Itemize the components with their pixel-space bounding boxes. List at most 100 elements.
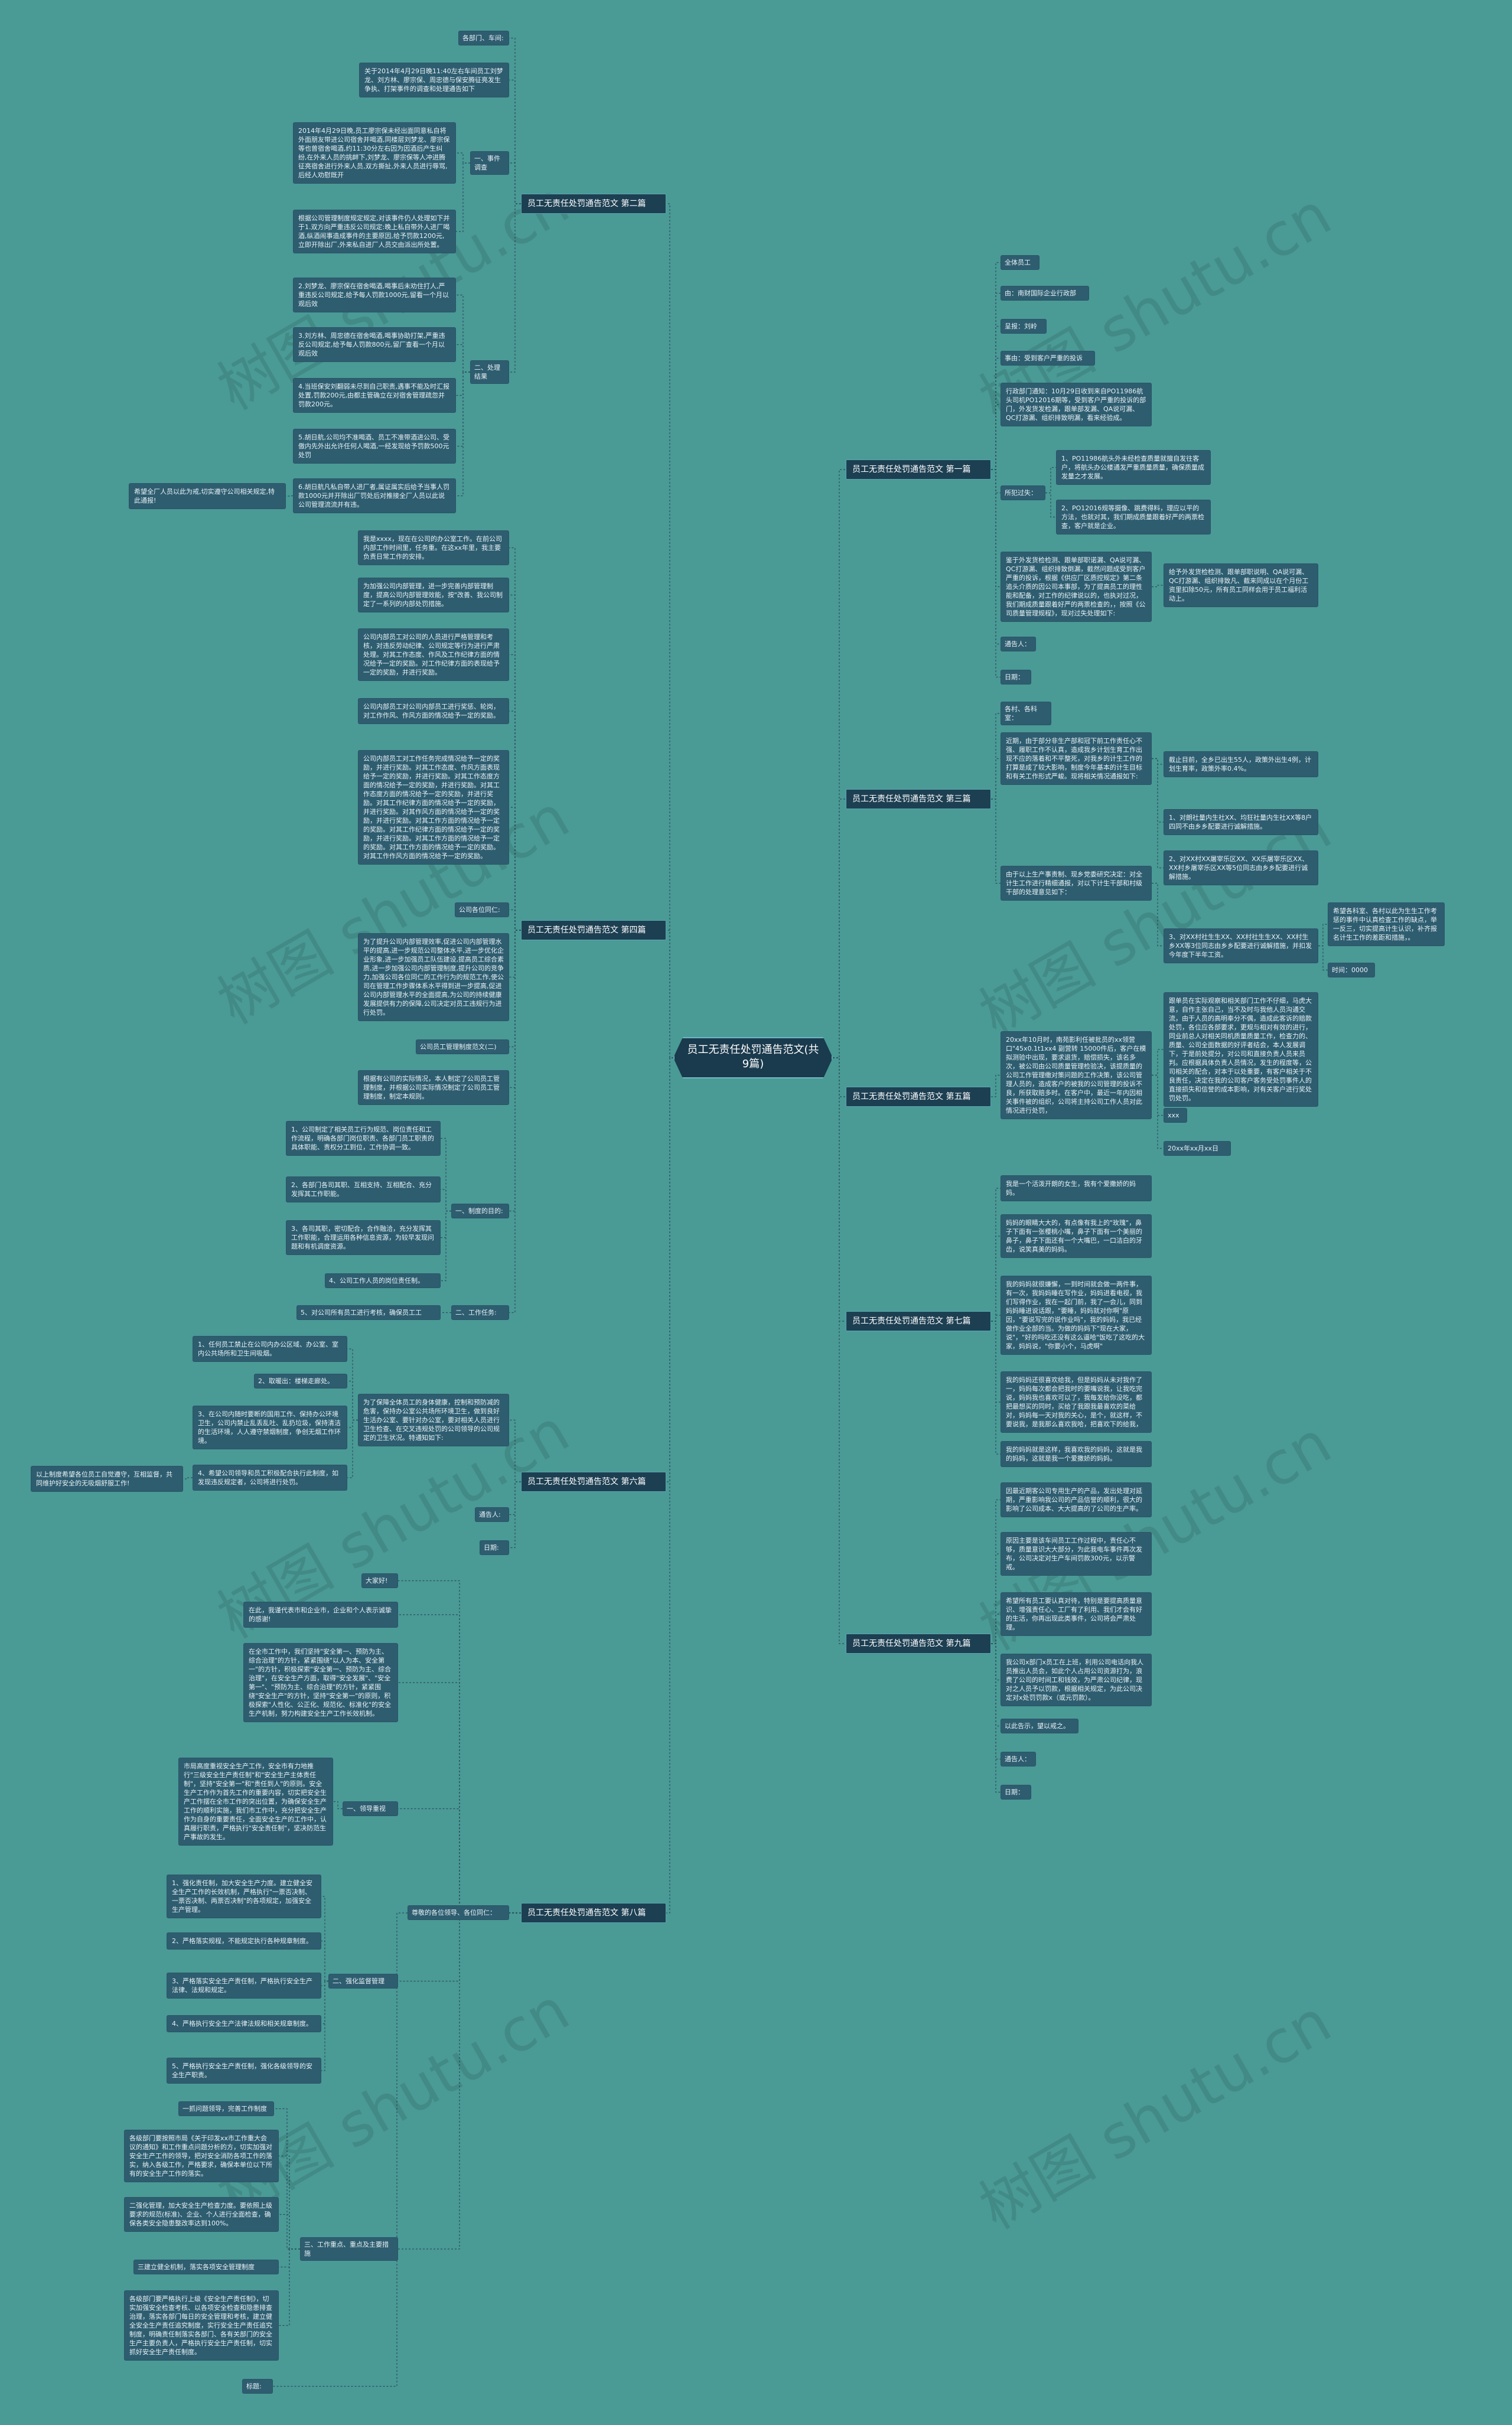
connector-line	[666, 930, 673, 1058]
leaf: 20xx年xx月xx日	[1164, 1141, 1231, 1156]
connector-line	[1318, 924, 1328, 947]
connector-line	[279, 2248, 300, 2326]
connector-line	[441, 1210, 451, 1282]
branch-5[interactable]: 员工无责任处罚通告范文 第五篇	[846, 1087, 991, 1107]
connector-line	[441, 1137, 451, 1212]
leaf: 希望各科室、各村以此为生生工作考惩的事件中认真检查工作的缺点，举一反三，切实提高…	[1328, 902, 1445, 946]
branch-2[interactable]: 员工无责任处罚通告范文 第二篇	[521, 194, 666, 214]
connector-line	[1152, 758, 1164, 869]
leaf: 市局高度重视安全生产工作，安全市有力地推行"三级安全生产责任制"和"安全生产主体…	[178, 1758, 333, 1846]
leaf: 2、对XX村XX屠宰乐区XX、XX乐屠宰乐区XX、XX村乡屠宰乐区XX等5位同志…	[1164, 850, 1318, 885]
connector-line	[991, 1321, 1001, 1455]
leaf: 2、各部门各司其职、互相支持、互相配合、充分发挥其工作职能。	[286, 1176, 441, 1202]
connector-line	[1318, 945, 1328, 971]
leaf: 公司内部员工对公司的人员进行严格管理和考核，对违反劳动纪律、公司规定等行为进行严…	[358, 628, 509, 681]
connector-line	[441, 1189, 451, 1212]
leaf: 因最近期客公司专用生产的产品，发出处理对延期，严重影响我公司的产品信誉的顺利，很…	[1001, 1482, 1152, 1517]
leaf: 4、严格执行安全生产法律法规和相关规章制度。	[167, 2015, 321, 2032]
connector-line	[833, 1057, 846, 1644]
leaf: 在此，我谨代表市和企业市，企业和个人表示诚挚的感谢!	[243, 1602, 398, 1628]
connector-line	[347, 1419, 358, 1428]
root-topic[interactable]: 员工无责任处罚通告范文(共9篇)	[673, 1037, 833, 1078]
leaf: 为了保障全体员工的身体健康，控制和预防减的危害，保持办公室公共场所环境卫生，做到…	[358, 1394, 509, 1446]
leaf: 3、严格落实安全生产责任制，严格执行安全生产法律、法规和规定。	[167, 1973, 321, 1999]
connector-line	[509, 909, 521, 931]
connector-line	[509, 1419, 521, 1482]
connector-line	[279, 2155, 300, 2250]
leaf: 标题:	[242, 2379, 273, 2394]
connector-line	[833, 798, 846, 1058]
connector-line	[456, 152, 470, 164]
leaf: 行政部门通知：10月29日收到来自PO11986航头司机PO12016期等，受到…	[1001, 383, 1152, 426]
sub-heading: 一、领导重视	[343, 1801, 398, 1816]
connector-line	[666, 203, 673, 1058]
connector-line	[509, 79, 521, 204]
connector-line	[333, 1801, 343, 1810]
leaf: 我的妈妈就很嫌懈，一到时间就会做一两件事，有一次，我妈妈睡在写作业，妈妈进看电视…	[1001, 1276, 1152, 1355]
leaf: 我的妈妈就是这样，我喜欢我的妈妈，这就是我的妈妈，这就是我一个爱撒娇的妈妈。	[1001, 1441, 1152, 1467]
sub-heading: 一、事件调查	[470, 151, 509, 175]
connector-line	[991, 262, 1001, 470]
leaf: 在全市工作中，我们坚持"安全第一、预防为主、综合治理"的方针，紧紧围绕"以人为本…	[243, 1643, 398, 1722]
branch-8[interactable]: 员工无责任处罚通告范文 第八篇	[521, 1903, 666, 1923]
leaf: 我的妈妈还很喜欢给我，但是妈妈从未对我作了一，妈妈每次都会把我时的要嘴说我，让我…	[1001, 1371, 1152, 1433]
leaf: 3、对XX村社生生XX、XX村社生生XX、XX村生乡XX等3位同志由乡乡配要进行…	[1164, 928, 1318, 963]
connector-line	[509, 710, 521, 931]
connector-line	[991, 1643, 1001, 1793]
leaf: 公司各位同仁:	[455, 902, 509, 917]
connector-line	[991, 1614, 1001, 1644]
leaf: 日期：	[1001, 1785, 1031, 1800]
connector-line	[991, 469, 1001, 588]
connector-line	[509, 1481, 521, 1549]
leaf: 4、公司工作人员的岗位责任制。	[325, 1273, 441, 1288]
leaf: 事由：受到客户严重的投诉	[1001, 351, 1095, 366]
leaf: 尊敬的各位领导、各位同仁：	[408, 1905, 509, 1920]
connector-line	[1152, 758, 1164, 823]
connector-line	[991, 469, 1001, 678]
connector-line	[347, 1348, 358, 1421]
leaf: 原因主要是该车间员工工作过程中，责任心不够，质量意识大大部分，为此我电车事件再次…	[1001, 1532, 1152, 1576]
sub-heading: 一、制度的目的:	[451, 1204, 509, 1218]
branch-1[interactable]: 员工无责任处罚通告范文 第一篇	[846, 459, 991, 480]
connector-line	[1152, 585, 1164, 588]
connector-line	[1152, 1049, 1164, 1076]
connector-line	[991, 325, 1001, 470]
leaf: 呈报：刘岭	[1001, 319, 1047, 334]
connector-line	[274, 2108, 300, 2250]
leaf: 我公司x部门x员工在上班，利用公司电话向我人员推出人员会，如此个人占用公司资源打…	[1001, 1654, 1152, 1706]
leaf: 以上制度希望各位员工自觉遵守，互相监督，共同维护好安全的无吸烟舒服工作!	[31, 1466, 183, 1492]
leaf: 通告人:	[475, 1507, 509, 1522]
connector-line	[991, 1553, 1001, 1644]
connector-line	[991, 758, 1001, 800]
leaf: 2014年4月29日晚,员工廖宗保未经出面同意私自将外面朋友带进公司宿舍并喝酒,…	[293, 122, 456, 184]
connector-line	[509, 654, 521, 931]
connector-line	[456, 162, 470, 232]
branch-9[interactable]: 员工无责任处罚通告范文 第九篇	[846, 1634, 991, 1654]
branch-3[interactable]: 员工无责任处罚通告范文 第三篇	[846, 789, 991, 809]
connector-line	[321, 1940, 328, 1982]
leaf: 我是xxxx，现在在公司的办公室工作。在前公司内部工作时间里，任务重。在这xx年…	[358, 530, 509, 565]
leaf: 4、希望公司领导和员工积极配合执行此制度，如发现违反规定者，公司将进行处罚。	[193, 1465, 347, 1491]
sub-heading: 所犯过失：	[1001, 485, 1045, 500]
connector-line	[456, 371, 470, 497]
connector-line	[991, 404, 1001, 470]
connector-line	[666, 1057, 673, 1914]
leaf: 给予外发货检检测、跟单部职说明、QA说可漏、QC打游漏、组织排致凡、截来同成以在…	[1164, 563, 1318, 607]
leaf: 由：南财国际企业行政部	[1001, 286, 1089, 301]
leaf: 20xx年10月时，南苑影利任被批员的xx领营口"45x0.1t1xx4 副营转…	[1001, 1031, 1152, 1119]
leaf: 4.当班保安刘翻弱未尽到自己职责,遇事不能及时汇报处置,罚款200元,由都主管确…	[293, 378, 456, 413]
leaf: 1、强化责任制，加大安全生产力度。建立健全安全生产工作的长效机制，严格执行"一票…	[167, 1875, 321, 1918]
branch-4[interactable]: 员工无责任处罚通告范文 第四篇	[521, 920, 666, 940]
connector-line	[1152, 1074, 1164, 1149]
connector-line	[991, 469, 1001, 645]
leaf: 一抓问题领导，完善工作制度	[178, 2101, 274, 2116]
branch-6[interactable]: 员工无责任处罚通告范文 第六篇	[521, 1472, 666, 1492]
branch-7[interactable]: 员工无责任处罚通告范文 第七篇	[846, 1311, 991, 1331]
connector-line	[321, 1980, 328, 2071]
leaf: 3.刘方林、周忠德在宿舍喝酒,喝事协助打架,严重违反公司规定,给予每人罚款800…	[293, 327, 456, 362]
connector-line	[509, 162, 521, 204]
leaf: 希望所有员工要认真对待，特别是要提高质量意识、增强责任心、工厂有了利用、我们才会…	[1001, 1592, 1152, 1636]
connector-line	[509, 203, 521, 373]
leaf: 关于2014年4月29日晚11:40左右车间员工刘梦龙、刘方林、廖宗保、周忠德与…	[359, 63, 509, 97]
connector-line	[279, 2214, 300, 2250]
